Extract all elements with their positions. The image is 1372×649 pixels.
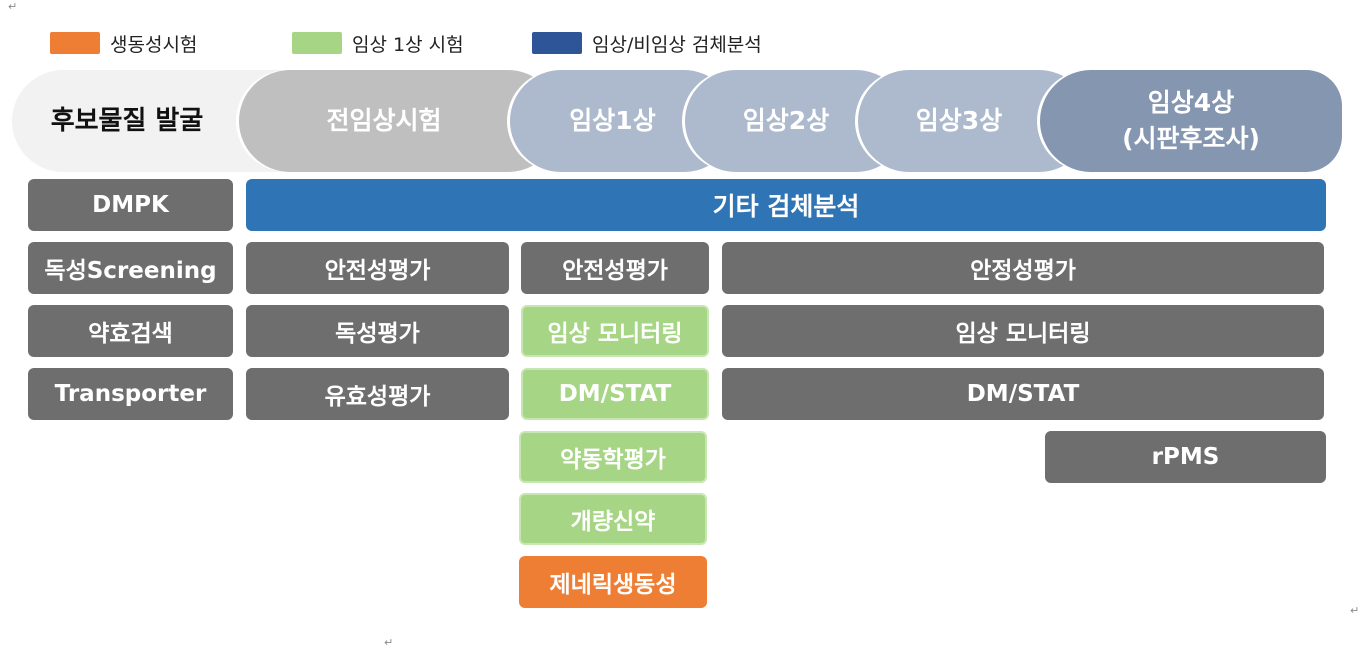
box-preclinical-toxicity: 독성평가 xyxy=(246,305,509,357)
phase-preclinical: 전임상시험 xyxy=(239,70,559,172)
legend-bioequivalence: 생동성시험 xyxy=(50,30,197,56)
box-preclinical-safety: 안전성평가 xyxy=(246,242,509,294)
box-stability-evaluation: 안정성평가 xyxy=(722,242,1324,294)
box-phase1-improved-drug: 개량신약 xyxy=(519,493,707,545)
phase-label-line2: (시판후조사) xyxy=(1122,124,1260,153)
legend-phase1: 임상 1상 시험 xyxy=(292,30,464,56)
paragraph-mark-top: ↵ xyxy=(8,0,18,13)
phase-label: 임상3상 xyxy=(915,106,1003,135)
box-preclinical-efficacy: 유효성평가 xyxy=(246,368,509,420)
phase-label: 후보물질 발굴 xyxy=(50,106,204,136)
phase-label: 전임상시험 xyxy=(326,106,442,135)
legend-sample-analysis: 임상/비임상 검체분석 xyxy=(532,30,762,56)
legend-swatch-blue xyxy=(532,32,582,54)
phase-clinical-4: 임상4상 (시판후조사) xyxy=(1040,70,1342,172)
legend-swatch-orange xyxy=(50,32,100,54)
box-dmpk: DMPK xyxy=(28,179,233,231)
box-clinical-monitoring: 임상 모니터링 xyxy=(722,305,1324,357)
box-toxicity-screening: 독성Screening xyxy=(28,242,233,294)
box-dmstat: DM/STAT xyxy=(722,368,1324,420)
legend-label: 임상/비임상 검체분석 xyxy=(592,33,762,56)
box-phase1-pk: 약동학평가 xyxy=(519,431,707,483)
legend-label: 임상 1상 시험 xyxy=(352,33,464,56)
phase-label: 임상1상 xyxy=(569,106,656,135)
box-phase1-dmstat: DM/STAT xyxy=(521,368,709,420)
legend-swatch-green xyxy=(292,32,342,54)
box-phase1-safety: 안전성평가 xyxy=(521,242,709,294)
phase-label: 임상2상 xyxy=(742,106,830,135)
box-phase1-generic-be: 제네릭생동성 xyxy=(519,556,707,608)
box-transporter: Transporter xyxy=(28,368,233,420)
box-rpms: rPMS xyxy=(1045,431,1326,483)
paragraph-mark-right: ↵ xyxy=(1350,604,1360,617)
box-efficacy-search: 약효검색 xyxy=(28,305,233,357)
phase-label-line1: 임상4상 xyxy=(1147,88,1235,117)
legend-label: 생동성시험 xyxy=(110,33,198,56)
banner-other-sample-analysis: 기타 검체분석 xyxy=(246,179,1326,231)
paragraph-mark-bottom: ↵ xyxy=(384,636,394,649)
box-phase1-monitoring: 임상 모니터링 xyxy=(521,305,709,357)
phase-discovery: 후보물질 발굴 xyxy=(12,70,282,172)
